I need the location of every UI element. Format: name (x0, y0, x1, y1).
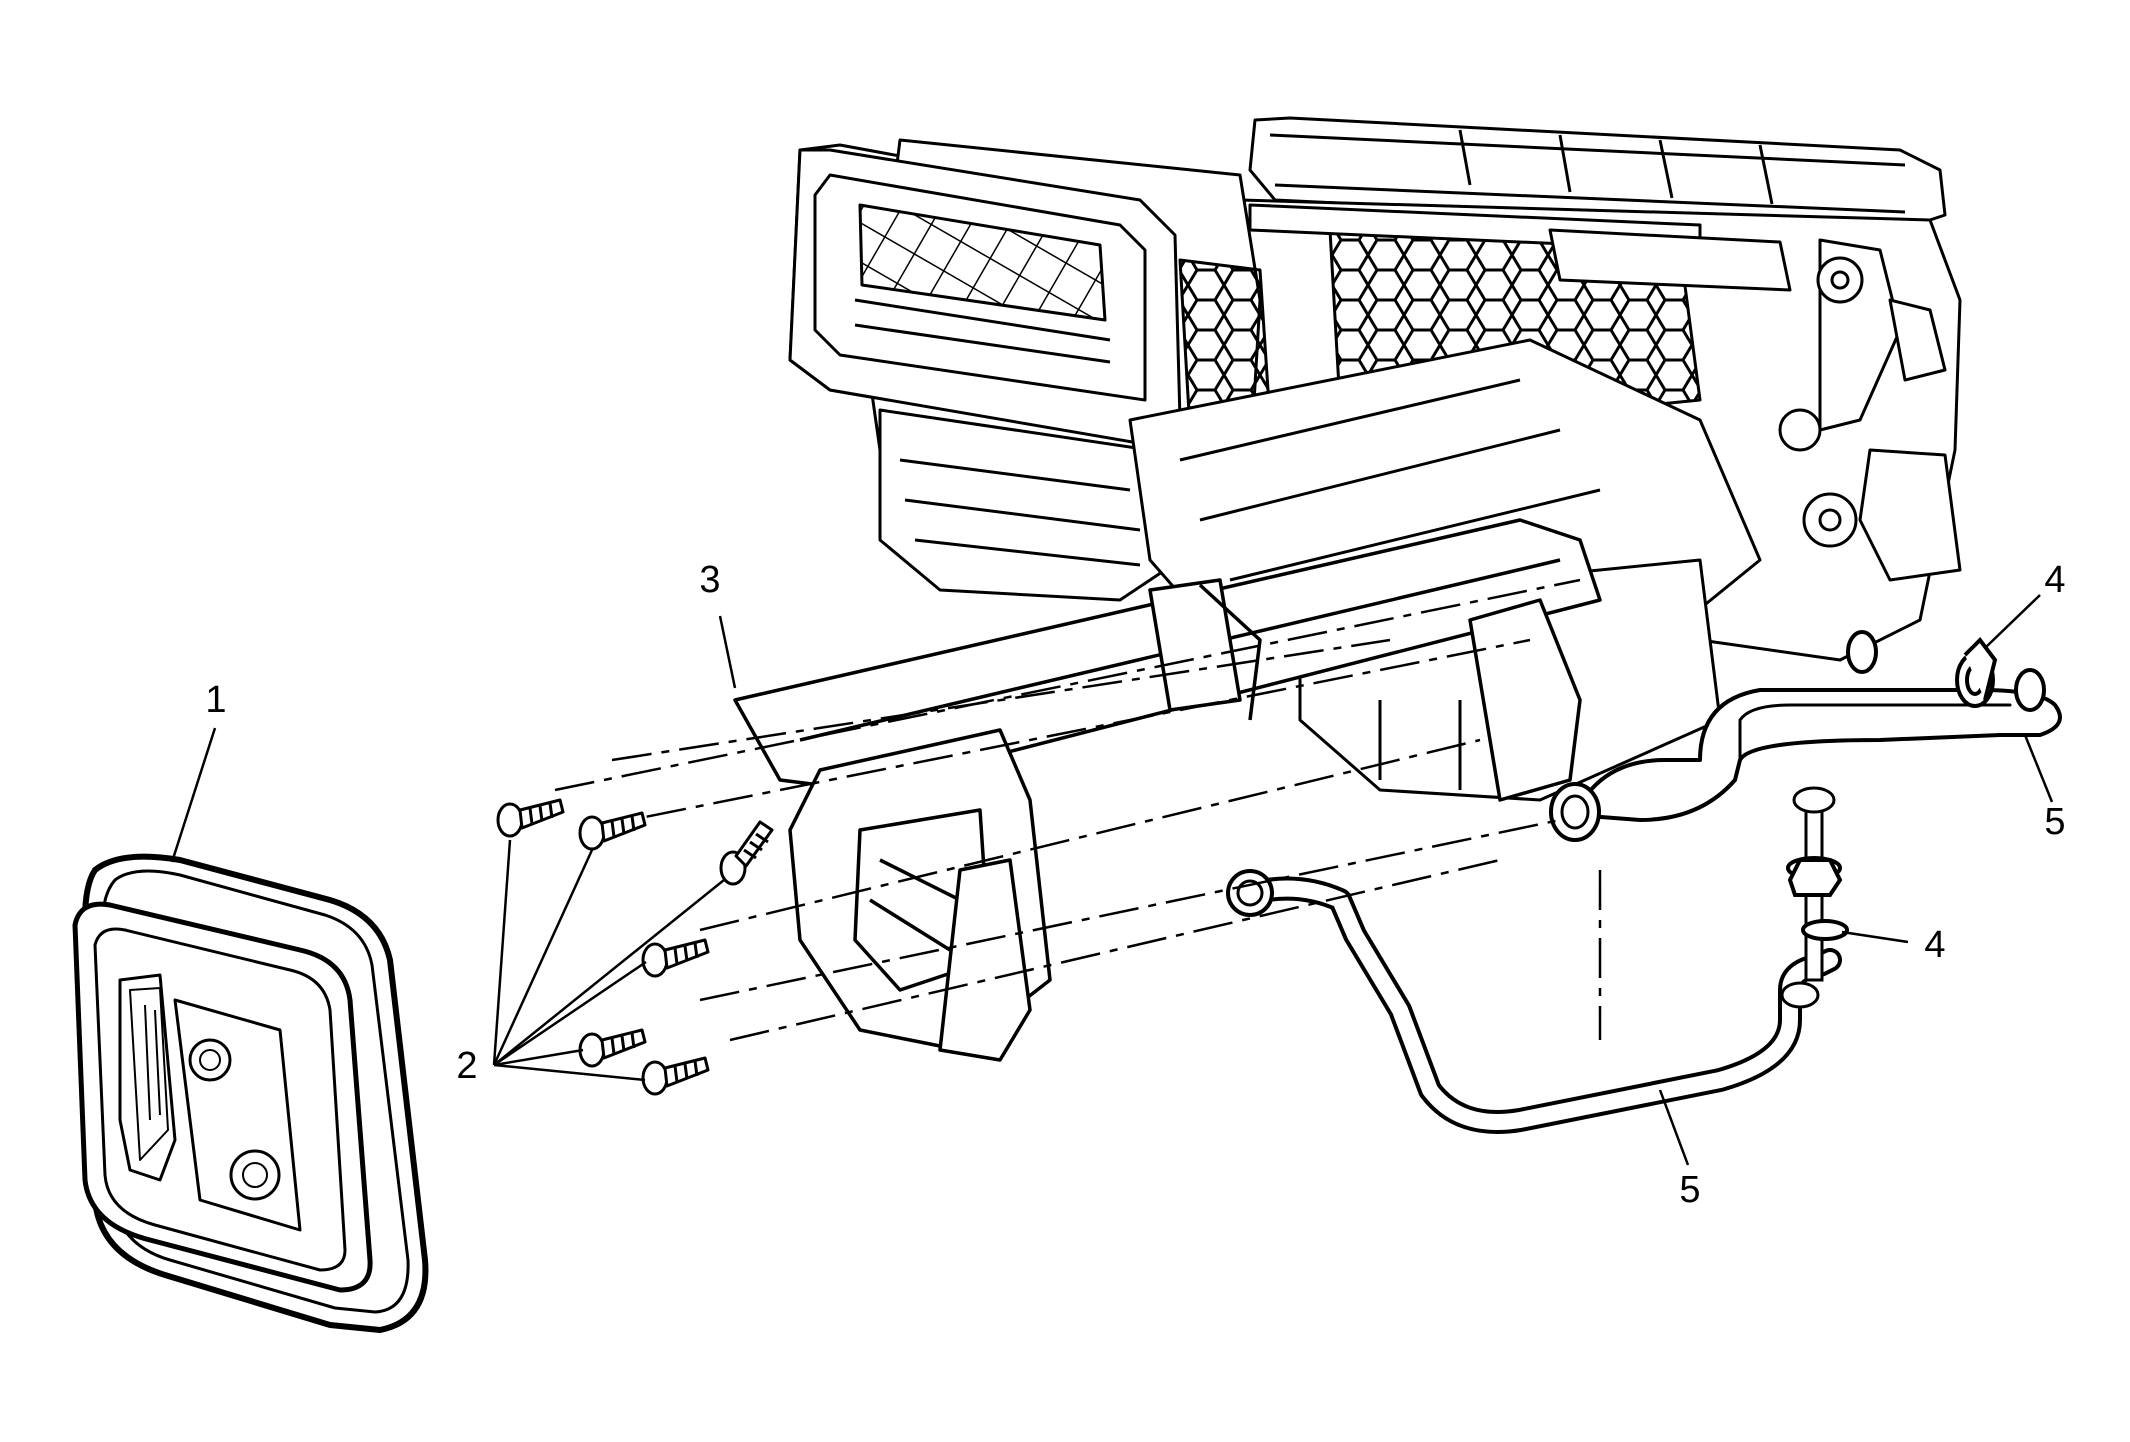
blower-intake-housing (788, 138, 1272, 602)
hose-clamp-upper (1846, 630, 2046, 712)
callout-5-upper: 5 (2044, 801, 2066, 843)
floor-duct (733, 518, 1602, 1062)
screw-4 (641, 938, 710, 978)
callout-1: 1 (205, 679, 227, 721)
callout-5-lower: 5 (1679, 1169, 1701, 1211)
screw-5 (578, 1028, 647, 1068)
leader-lines (170, 594, 2054, 1166)
screw-2 (578, 811, 647, 851)
alignment-lines (554, 578, 1602, 1042)
callout-4-upper: 4 (2044, 559, 2066, 601)
callout-4-lower: 4 (1924, 924, 1946, 966)
hose-clamp-lower (1786, 856, 1849, 941)
heater-hose-lower (1226, 869, 1842, 1134)
insulator-pad (72, 853, 429, 1333)
screw-1 (496, 798, 565, 838)
callout-2: 2 (456, 1045, 478, 1087)
callout-3: 3 (699, 559, 721, 601)
screw-3 (719, 820, 774, 886)
screw-6 (641, 1056, 710, 1096)
fastener-screws (496, 798, 774, 1096)
heater-hose-upper (1549, 688, 2062, 842)
